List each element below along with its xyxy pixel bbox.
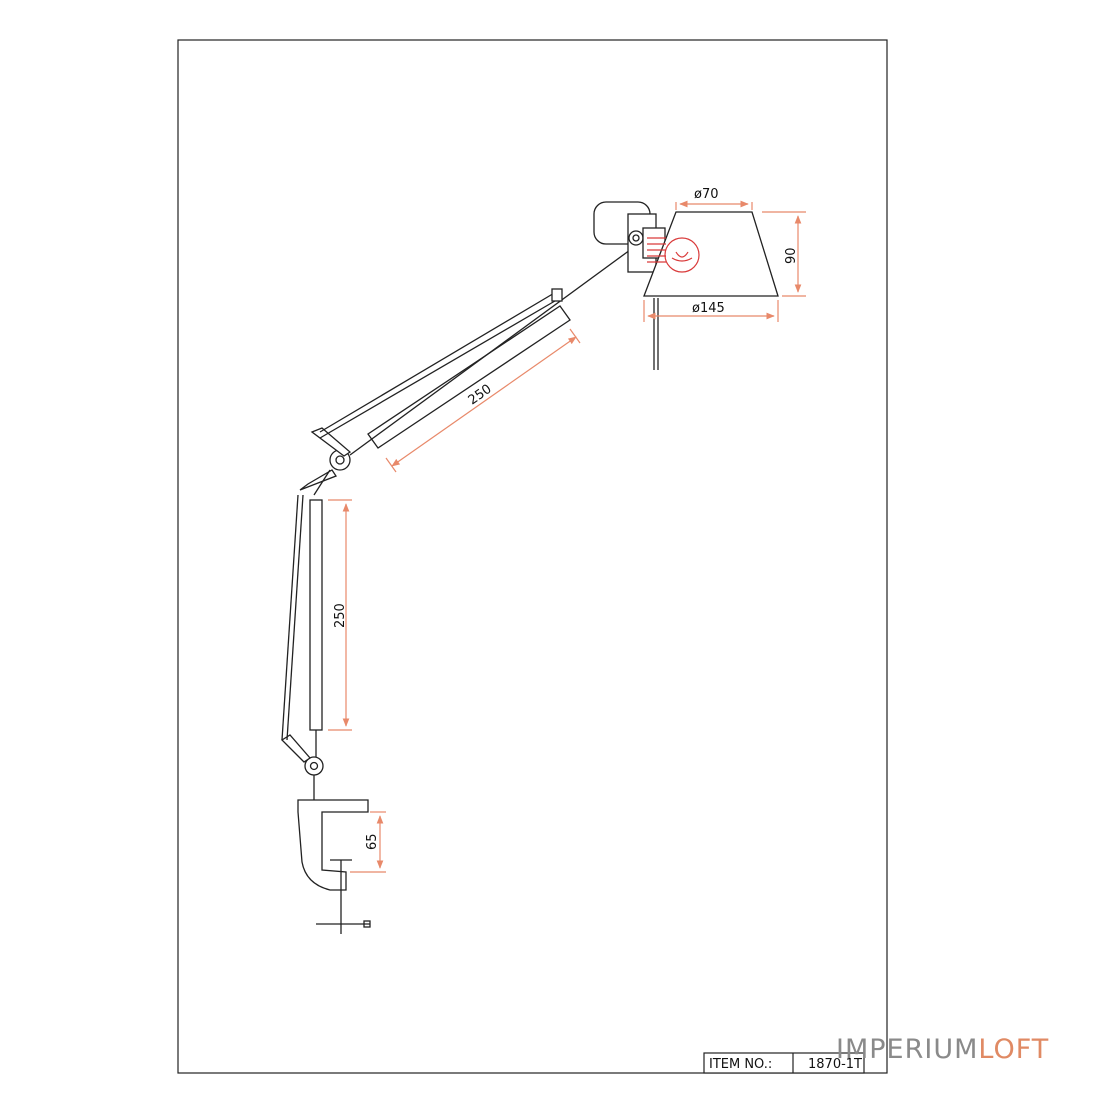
lower-joint bbox=[280, 734, 324, 800]
dim-clamp-height: 65 bbox=[365, 833, 380, 850]
middle-joint bbox=[299, 427, 352, 496]
item-number-label: ITEM NO.: bbox=[709, 1057, 772, 1072]
dimension-lines bbox=[328, 200, 806, 873]
watermark-part2: LOFT bbox=[978, 1034, 1050, 1065]
title-block: ITEM NO.: 1870-1T bbox=[703, 1052, 865, 1074]
lower-arm bbox=[281, 494, 323, 757]
drawing-frame bbox=[177, 39, 888, 1074]
dim-shade-height: 90 bbox=[784, 247, 799, 264]
watermark-logo: IMPERIUMLOFT bbox=[836, 1034, 1049, 1065]
bulb bbox=[647, 237, 700, 273]
watermark-part1: IMPERIUM bbox=[836, 1034, 979, 1065]
clamp bbox=[297, 799, 371, 934]
lamp-shade bbox=[643, 211, 779, 370]
item-number-value: 1870-1T bbox=[808, 1057, 862, 1072]
dim-shade-bottom-diameter: ø145 bbox=[692, 301, 725, 316]
upper-arm bbox=[319, 249, 631, 456]
dim-shade-top-diameter: ø70 bbox=[694, 187, 719, 202]
dim-lower-arm-length: 250 bbox=[333, 603, 348, 628]
